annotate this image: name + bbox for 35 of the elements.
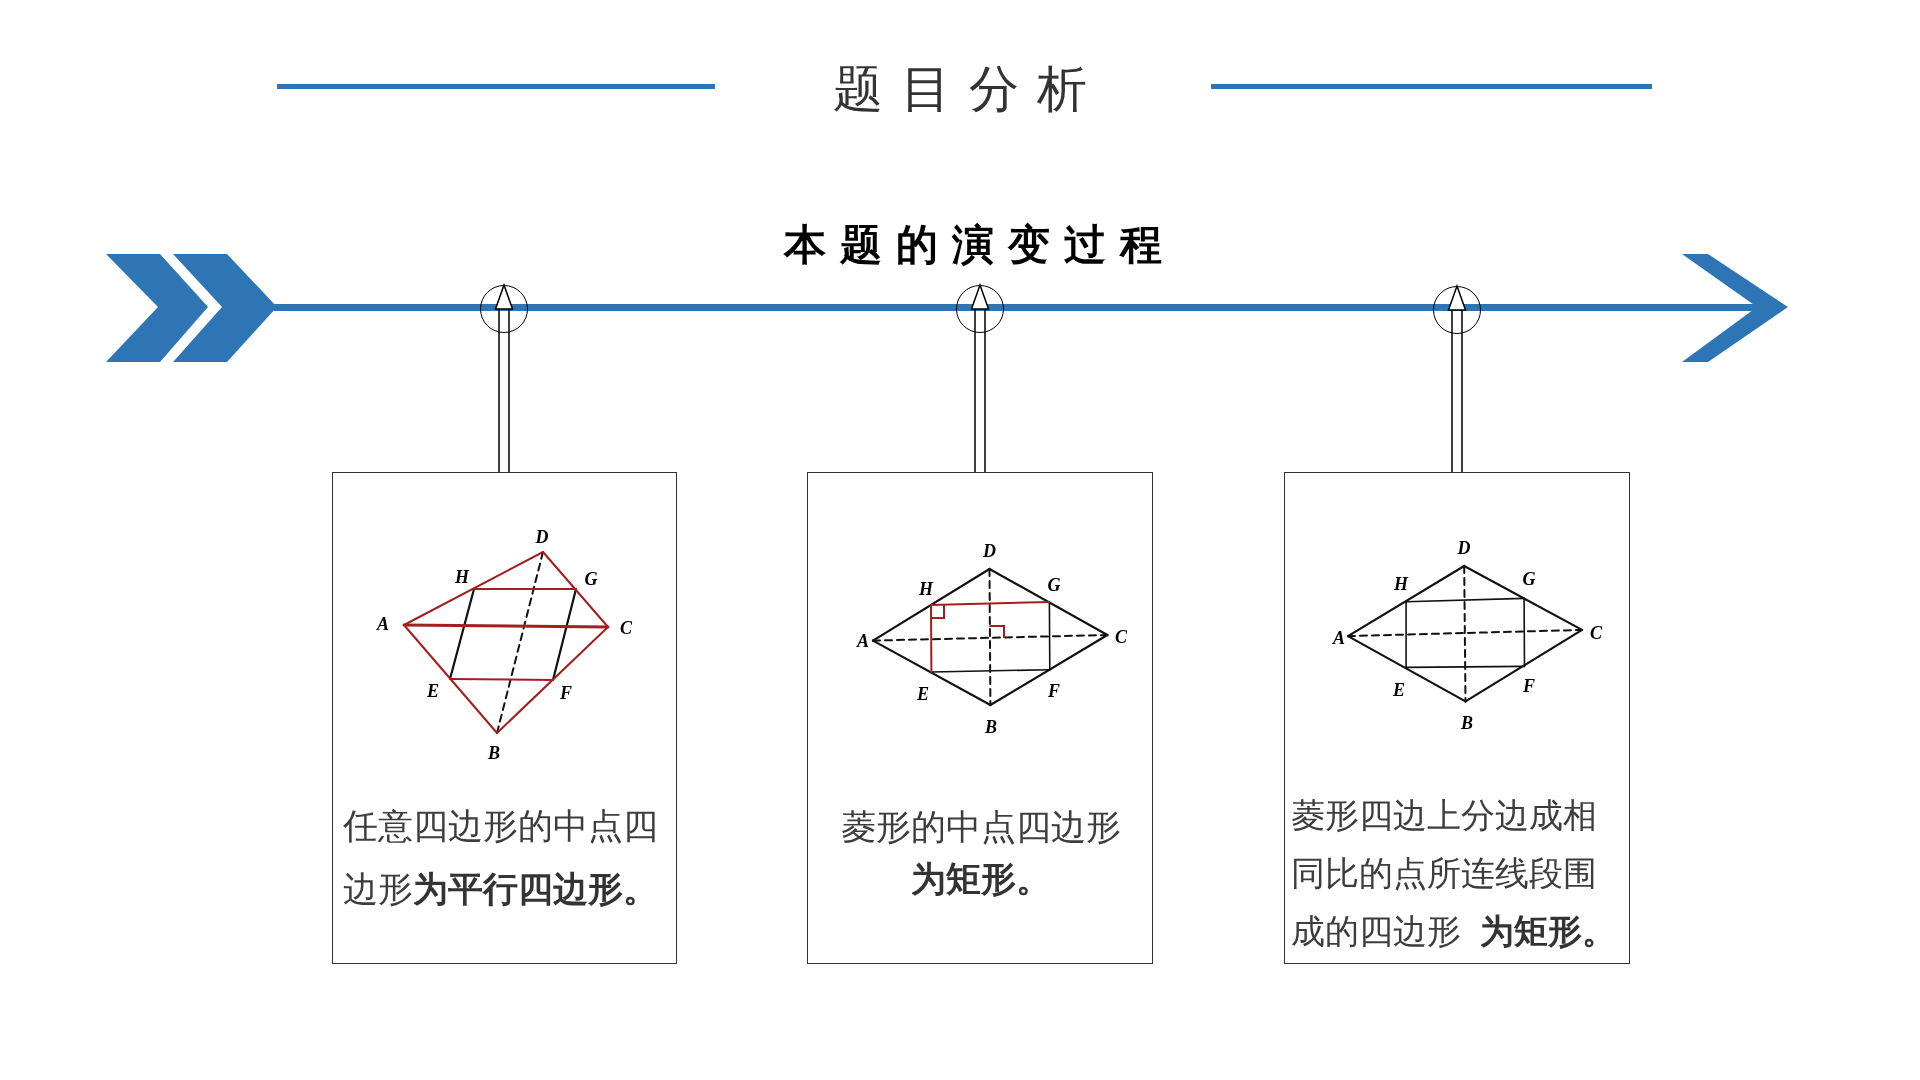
card bbox=[332, 472, 677, 964]
vertex-label: G bbox=[1522, 570, 1536, 588]
hollow-arrow bbox=[1447, 285, 1467, 473]
card bbox=[807, 472, 1153, 964]
vertex-label: C bbox=[1115, 628, 1127, 646]
vertex-label: B bbox=[985, 718, 997, 736]
vertex-label: D bbox=[1457, 539, 1471, 557]
card-text: 任意四边形的中点四边形为平行四边形。 bbox=[343, 805, 659, 911]
vertex-label: B bbox=[1461, 714, 1473, 732]
vertex-label: D bbox=[983, 542, 996, 560]
vertex-label: E bbox=[917, 685, 929, 703]
vertex-label: G bbox=[584, 570, 598, 588]
vertex-label: G bbox=[1047, 576, 1061, 594]
vertex-label: A bbox=[857, 632, 869, 650]
vertex-label: F bbox=[560, 684, 572, 702]
vertex-label: H bbox=[1394, 575, 1408, 593]
vertex-label: D bbox=[535, 528, 549, 546]
hollow-arrow bbox=[494, 284, 514, 473]
vertex-label: C bbox=[1590, 624, 1602, 642]
card bbox=[1284, 472, 1630, 964]
vertex-label: C bbox=[620, 619, 632, 637]
timeline-heading: 本题的演变过程 bbox=[784, 224, 1176, 266]
hollow-arrow bbox=[970, 284, 990, 473]
card-text: 菱形的中点四边形为矩形。 bbox=[840, 806, 1122, 901]
vertex-label: E bbox=[1393, 681, 1405, 699]
vertex-label: E bbox=[427, 682, 439, 700]
vertex-label: B bbox=[488, 744, 500, 762]
vertex-label: H bbox=[919, 580, 933, 598]
page-title: 题目分析 bbox=[833, 64, 1105, 114]
card-text: 菱形四边上分边成相同比的点所连线段围成的四边形 为矩形。 bbox=[1291, 794, 1617, 953]
vertex-label: A bbox=[377, 615, 389, 633]
vertex-label: F bbox=[1048, 682, 1060, 700]
vertex-label: H bbox=[455, 568, 469, 586]
vertex-label: A bbox=[1333, 629, 1345, 647]
vertex-label: F bbox=[1523, 677, 1535, 695]
